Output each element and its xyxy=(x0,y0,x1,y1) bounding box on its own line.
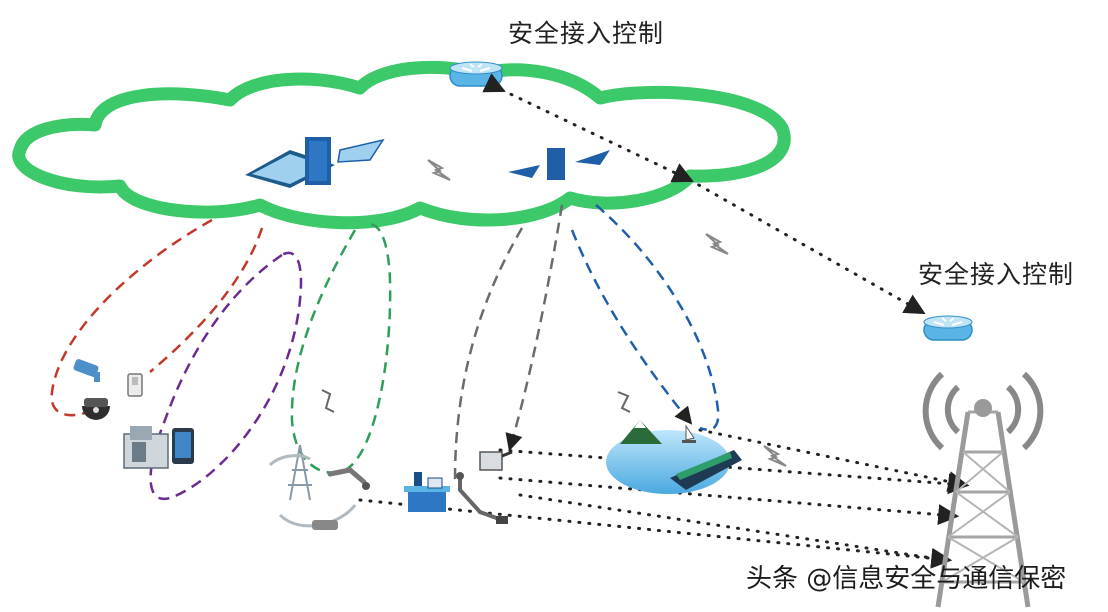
power-pylon-icon xyxy=(268,444,357,530)
island-icon xyxy=(620,420,662,444)
antenna-icon xyxy=(617,391,631,413)
dotted-links xyxy=(358,73,970,569)
smartphone-icon xyxy=(172,428,194,464)
link-gray xyxy=(453,204,564,481)
router-icon xyxy=(923,315,973,341)
antenna-icon xyxy=(127,373,143,397)
camera-icon xyxy=(73,359,100,382)
server-icon xyxy=(305,137,385,185)
lightning-icon xyxy=(705,233,729,255)
link-purple xyxy=(149,251,303,501)
cloud-network xyxy=(12,60,791,230)
crane-icon xyxy=(404,472,450,512)
router-icon xyxy=(449,61,503,87)
antenna-icon xyxy=(479,450,513,471)
link-blue xyxy=(570,204,720,431)
link-red xyxy=(50,218,264,417)
link-green xyxy=(290,223,392,474)
ship-icon xyxy=(670,450,742,490)
household-devices-icon xyxy=(123,426,169,469)
robot-arm-icon xyxy=(456,472,508,524)
radio-tower-icon xyxy=(922,371,1044,608)
watermark: 头条 @信息安全与通信保密 xyxy=(746,564,1067,594)
lightning-icon xyxy=(763,445,787,467)
sailboat-icon xyxy=(682,424,696,443)
sea-scene xyxy=(606,420,742,494)
robot-arm-icon xyxy=(327,467,370,490)
secure-access-control-label-top: 安全接入控制 xyxy=(508,19,665,48)
dome-camera-icon xyxy=(82,398,110,420)
antenna-icon xyxy=(321,389,335,413)
secure-access-control-label-right: 安全接入控制 xyxy=(918,260,1075,289)
